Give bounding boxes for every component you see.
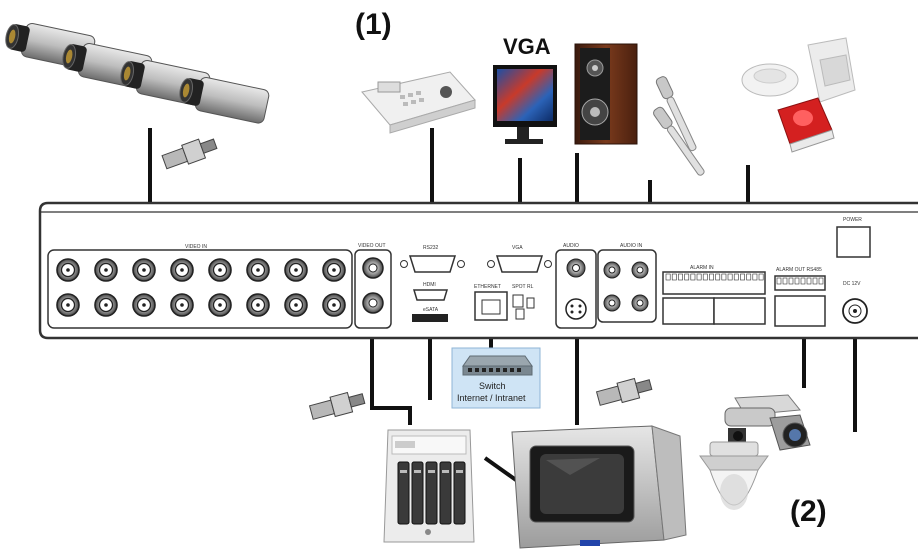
alarm-pin: [758, 273, 764, 281]
rs485-terminal: [774, 275, 826, 291]
audio-in-block: [597, 249, 657, 323]
video-in-label: VIDEO IN: [185, 244, 207, 250]
svg-text:HDMI: HDMI: [423, 282, 436, 288]
alarm-pin: [690, 273, 696, 281]
alarm-pin: [678, 273, 683, 281]
ptz-keyboard-icon: [361, 71, 476, 134]
marker-label-1: (1): [355, 8, 392, 41]
svg-text:VIDEO OUT: VIDEO OUT: [358, 243, 386, 249]
bnc-connector-icon: [595, 377, 653, 406]
video-in-ports: [56, 258, 346, 317]
bnc-port: [170, 258, 194, 282]
svg-text:VGA: VGA: [512, 245, 523, 251]
svg-text:AUDIO: AUDIO: [563, 243, 579, 249]
bnc-port: [94, 293, 118, 317]
speaker-icon: [574, 43, 638, 145]
bnc-port: [56, 258, 80, 282]
svg-text:ALARM OUT RS485: ALARM OUT RS485: [776, 267, 822, 273]
bnc-port: [132, 293, 156, 317]
smoke-detector-icon: [741, 63, 799, 97]
bnc-port: [170, 293, 194, 317]
svg-text:eSATA: eSATA: [423, 307, 439, 313]
crt-monitor-icon: [511, 425, 687, 549]
vga-label: VGA: [503, 34, 551, 59]
ptz-camera-icon: [724, 394, 811, 451]
bnc-port: [246, 258, 270, 282]
rs485-pin: [818, 277, 824, 285]
storage-cable: [370, 332, 412, 425]
alarm-pin: [746, 273, 752, 281]
video-in-block: [47, 249, 353, 329]
switch-subtitle: Internet / Intranet: [457, 393, 526, 403]
switch-title: Switch: [479, 381, 506, 391]
esata-port: [412, 314, 448, 322]
bnc-port: [284, 293, 308, 317]
bnc-port: [94, 258, 118, 282]
svg-text:DC 12V: DC 12V: [843, 281, 861, 287]
alarm-pin: [709, 273, 714, 281]
hdmi-port: [412, 289, 449, 301]
alarm-pin: [684, 273, 690, 281]
bnc-port: [284, 258, 308, 282]
svg-text:ETHERNET: ETHERNET: [474, 284, 501, 290]
dome-camera-icon: [699, 441, 769, 510]
rs485-pin: [788, 277, 794, 285]
audio-in-ports: [603, 261, 649, 312]
dvr-rear-panel: VIDEO IN VIDEO OUT RS232 HDMI eSATA VGA …: [38, 201, 918, 340]
hard-drive-array-icon: [383, 429, 475, 543]
alarm-pin: [702, 273, 708, 281]
vga-monitor-icon: [493, 65, 557, 144]
bnc-port: [208, 293, 232, 317]
svg-text:POWER: POWER: [843, 217, 862, 223]
svg-text:SPOT: SPOT: [512, 284, 526, 290]
camera-group: [5, 22, 270, 124]
rs485-pin: [812, 277, 818, 285]
svg-text:ALARM IN: ALARM IN: [690, 265, 714, 271]
camera-icon: [179, 76, 270, 124]
bnc-port: [132, 258, 156, 282]
bnc-port: [322, 293, 346, 317]
alarm-siren-icon: [777, 97, 835, 153]
network-switch-icon: Switch Internet / Intranet: [451, 347, 541, 409]
alarm-pin: [752, 273, 758, 281]
alarm-pin: [715, 273, 721, 281]
alarm-pin: [740, 273, 745, 281]
rs485-pin: [776, 277, 782, 285]
alarm-pin: [721, 273, 727, 281]
bnc-connector-icon: [308, 391, 366, 420]
vga-port: [495, 255, 544, 273]
bnc-port: [246, 293, 270, 317]
bnc-port: [322, 258, 346, 282]
alarm-pin: [696, 273, 702, 281]
alarm-pin: [733, 273, 739, 281]
bnc-port: [56, 293, 80, 317]
rs485-pin: [800, 277, 806, 285]
power-switch: [836, 226, 871, 258]
rs485-pin: [782, 277, 788, 285]
microphone-icon: [653, 76, 705, 176]
rs485-pin: [806, 277, 812, 285]
svg-text:RS232: RS232: [423, 245, 439, 251]
rs485-pin: [794, 277, 800, 285]
rs232-port: [408, 255, 457, 273]
bnc-port: [208, 258, 232, 282]
svg-text:AUDIO IN: AUDIO IN: [620, 243, 643, 249]
alarm-pin: [671, 273, 677, 281]
bnc-connector-icon: [161, 138, 218, 170]
svg-text:RL: RL: [527, 284, 534, 290]
alarm-pin: [727, 273, 733, 281]
marker-label-2: (2): [790, 495, 827, 528]
alarm-pin: [665, 273, 671, 281]
motion-sensor-icon: [807, 37, 856, 103]
